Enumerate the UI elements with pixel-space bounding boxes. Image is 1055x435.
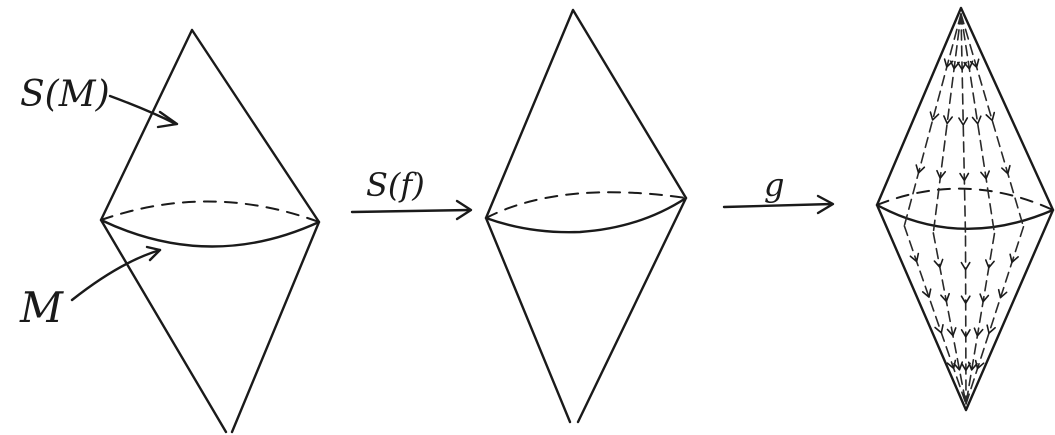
label-suspension: S(M) [20, 74, 110, 115]
flow-arrowhead [933, 258, 944, 268]
arrow-manifold [70, 248, 162, 302]
flow-arrowhead [940, 292, 950, 303]
flow-arrowhead [943, 58, 954, 68]
arrowhead-suspension [156, 110, 179, 129]
flow-arrowhead [985, 111, 996, 122]
flow-line [965, 226, 1025, 405]
flow-line [964, 235, 967, 405]
flow-line [932, 13, 962, 234]
flow-arrowhead [984, 259, 995, 269]
flow-arrowhead [986, 324, 996, 334]
flow-arrowhead [936, 169, 947, 180]
flow-arrowhead [946, 359, 957, 370]
equator-back-middle [485, 191, 687, 219]
flow-arrowhead [956, 61, 967, 71]
double-cone-left [99, 28, 321, 434]
flow-arrowhead [973, 327, 984, 337]
label-manifold: M [19, 283, 64, 332]
flow-arrowhead [959, 172, 970, 182]
label-map-g: g [764, 166, 784, 204]
flow-arrowhead [943, 115, 953, 125]
flow-arrowhead [946, 327, 957, 337]
flow-line [903, 225, 967, 405]
label-map-suspension: S(f) [366, 166, 425, 204]
arrowhead-manifold [145, 245, 162, 262]
equator-front-middle [484, 196, 688, 234]
flow-line [960, 13, 996, 235]
flow-line [932, 232, 967, 405]
cone-middle-outline [484, 8, 688, 424]
flow-arrows [903, 13, 1025, 405]
flow-arrowhead [967, 361, 978, 371]
flow-arrowhead [960, 362, 971, 372]
flow-arrowhead [949, 60, 960, 70]
flow-arrowhead [974, 359, 985, 370]
flow-arrowhead [960, 295, 971, 304]
flow-arrowhead [953, 361, 964, 371]
flow-arrowhead [980, 170, 991, 180]
arrow-map-g [722, 202, 834, 209]
flow-line [960, 13, 1025, 228]
flow-arrowhead [915, 164, 926, 174]
arrow-map-suspension [350, 208, 472, 214]
flow-line [903, 13, 962, 227]
equator-front-left [99, 218, 321, 248]
equator-front-right [875, 203, 1055, 230]
flow-arrowhead [958, 117, 969, 126]
flow-arrowhead [979, 293, 990, 303]
flow-arrowhead [971, 115, 982, 125]
equator-back-left [100, 200, 320, 223]
flow-arrowhead [997, 288, 1008, 299]
flow-arrowhead [960, 328, 971, 338]
double-cone-middle [484, 8, 688, 424]
flow-arrowhead [963, 60, 974, 70]
arrowhead-map-suspension [455, 199, 473, 221]
flow-arrowhead [921, 288, 932, 298]
flow-arrowhead [909, 252, 920, 263]
arrow-suspension [108, 94, 178, 126]
cone-left-outline [99, 28, 321, 434]
flow-arrowhead [934, 323, 944, 334]
arrowhead-map-g [816, 194, 835, 215]
flow-line [965, 232, 996, 405]
flow-line [960, 13, 967, 237]
flow-arrowhead [960, 261, 971, 271]
double-cone-right [875, 6, 1055, 412]
flow-arrowhead [969, 58, 980, 69]
flow-arrowhead [1001, 164, 1011, 175]
flow-arrowhead [1009, 253, 1019, 264]
equator-back-right [876, 187, 1054, 211]
flow-arrowhead [929, 111, 940, 121]
